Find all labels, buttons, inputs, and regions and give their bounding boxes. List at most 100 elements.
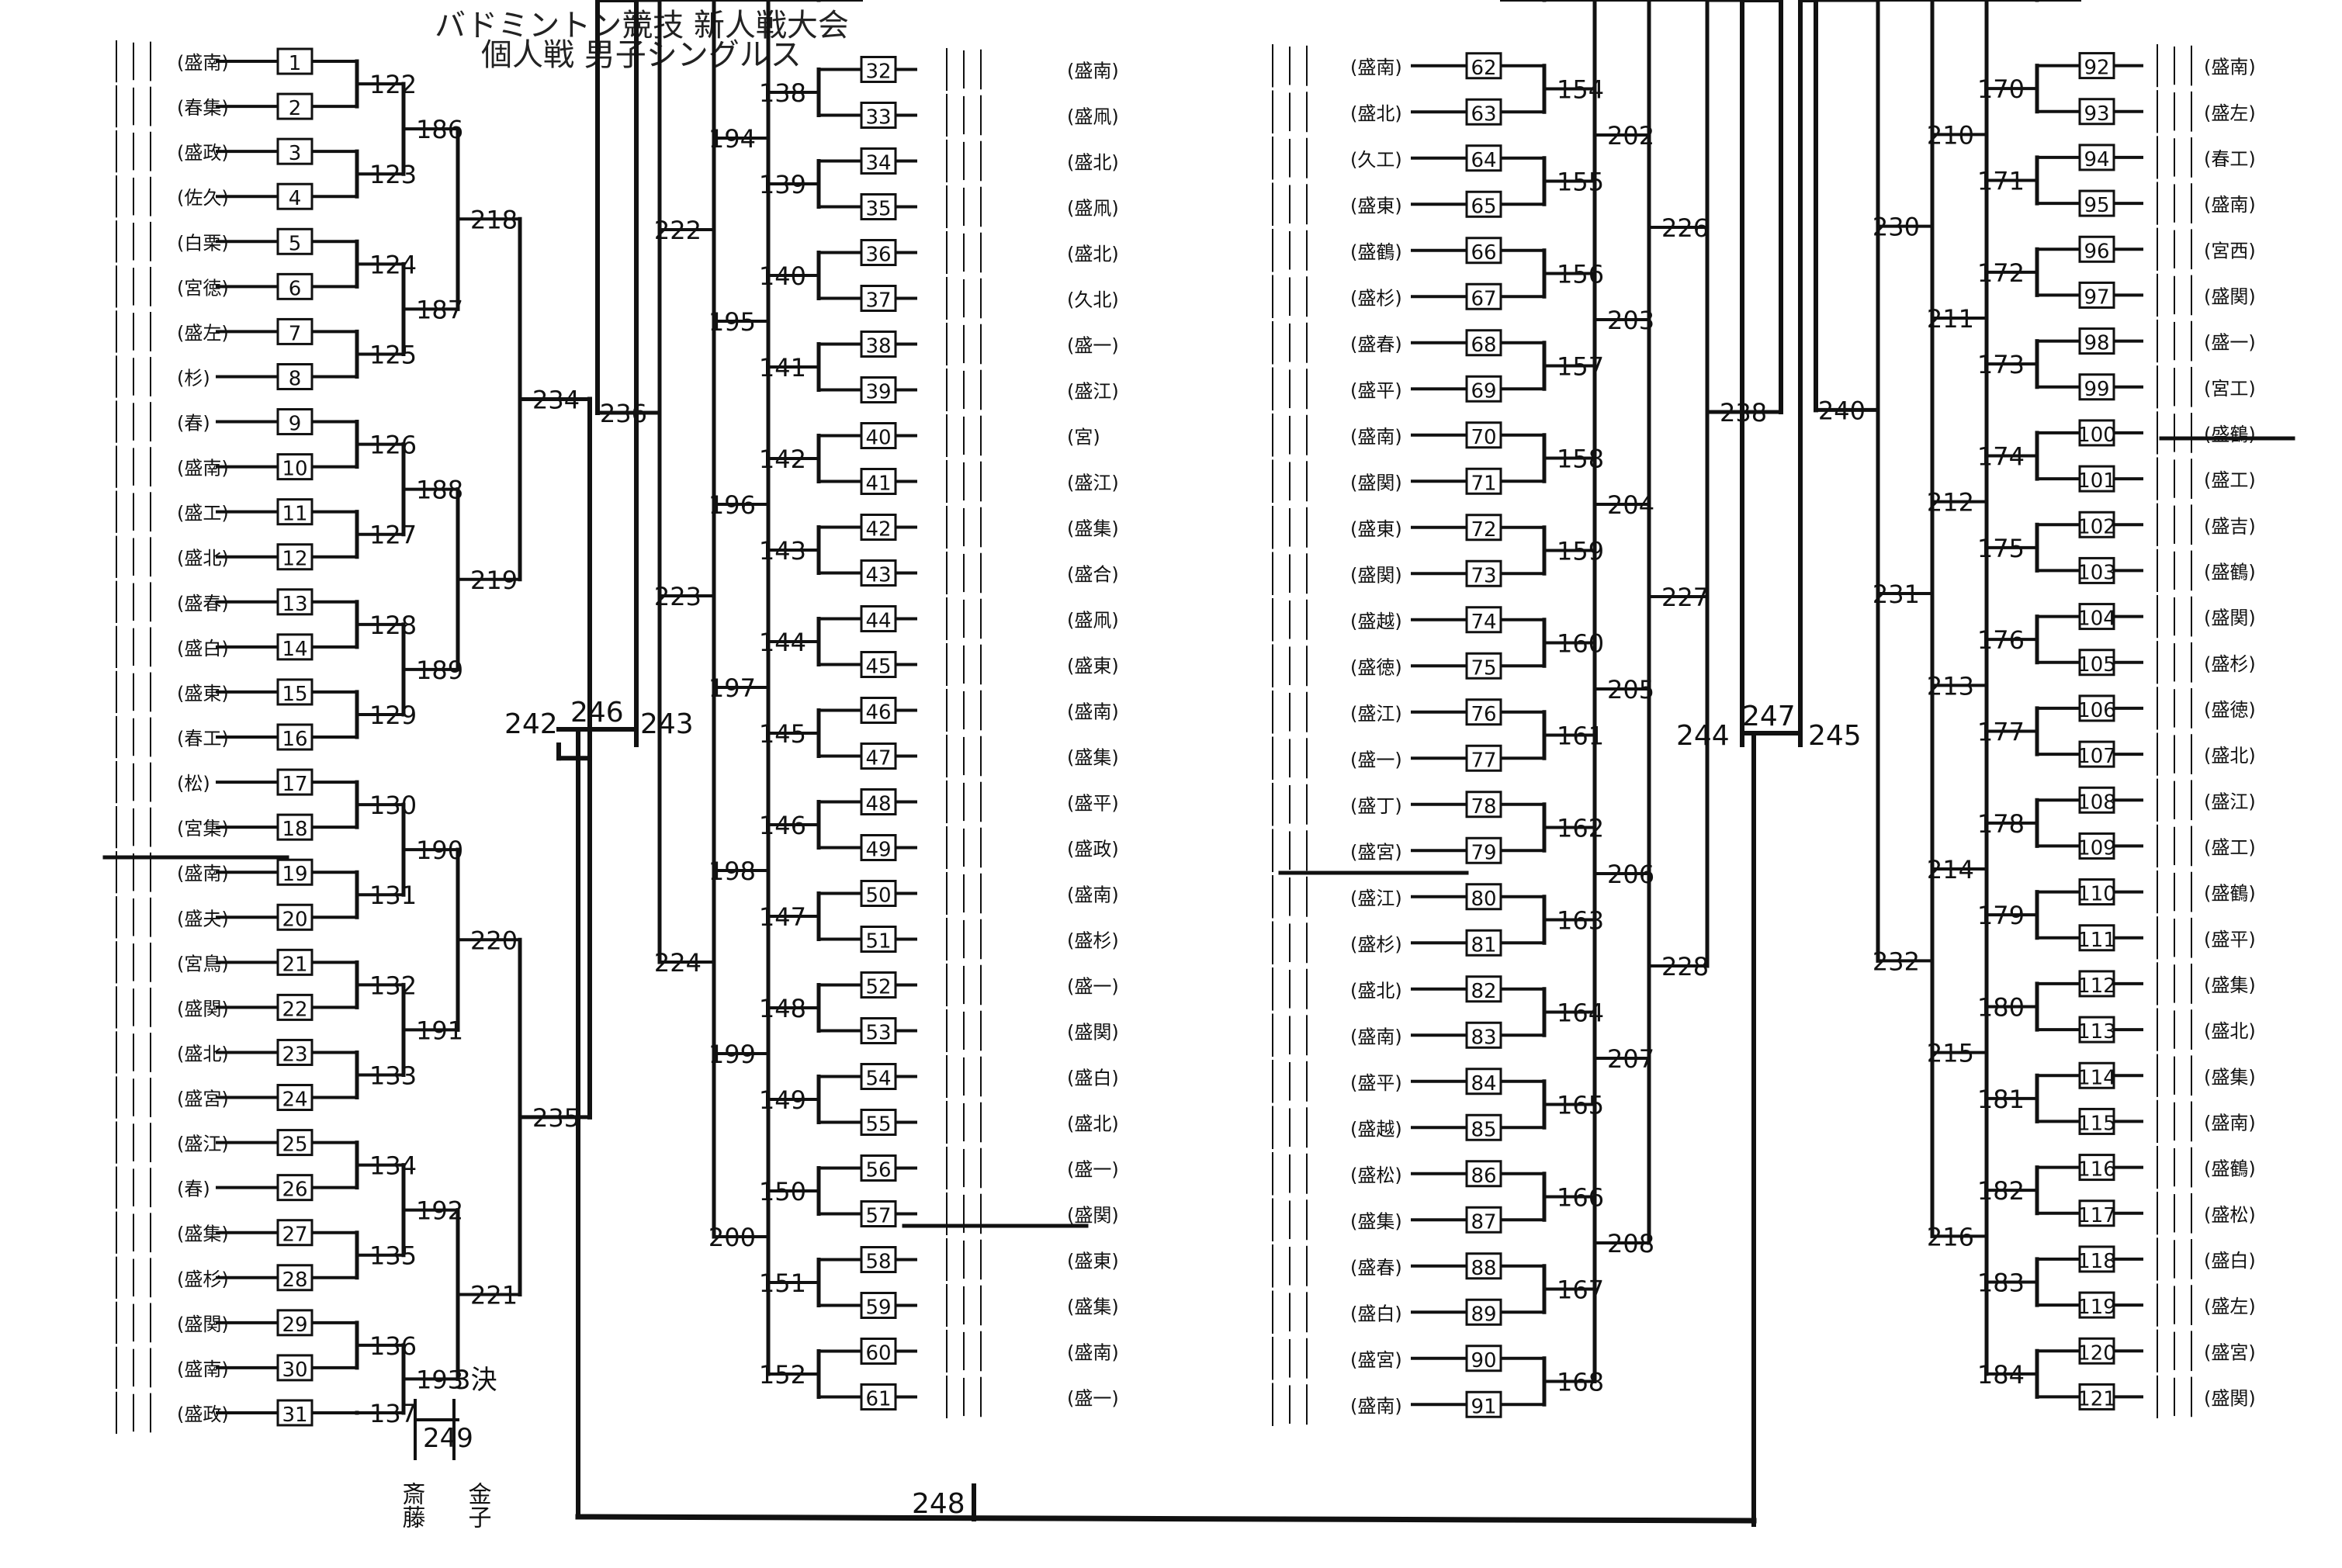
- match-box: [1465, 1252, 1502, 1280]
- school-label: (春工): [2204, 148, 2256, 170]
- round-match-number: 170: [1977, 74, 2025, 104]
- match-number: 83: [1471, 1026, 1496, 1049]
- match-number-244: 244: [1676, 720, 1730, 752]
- match-number: 38: [865, 335, 891, 358]
- round-match-number: 209: [1607, 0, 1654, 6]
- match-number: 101: [2077, 469, 2116, 493]
- match-number: 82: [1471, 980, 1496, 1003]
- school-label: (盛凧): [1067, 106, 1119, 128]
- round-match-number: 223: [654, 582, 702, 611]
- school-label: (杉): [177, 367, 210, 389]
- school-label: (盛集): [2204, 1066, 2256, 1088]
- school-label: (盛工): [2204, 836, 2256, 858]
- school-label: (盛鶴): [2204, 561, 2256, 583]
- school-label: (盛関): [2204, 286, 2256, 307]
- match-number: 59: [865, 1296, 891, 1320]
- school-label: (盛集): [1350, 1210, 1402, 1232]
- match-box: [2078, 1337, 2115, 1365]
- match-box: [1465, 1390, 1502, 1418]
- round-match-number: 196: [708, 490, 756, 520]
- match-box: [860, 1200, 897, 1227]
- round-match-number: 231: [1873, 580, 1920, 609]
- match-box: [2078, 1154, 2115, 1182]
- match-box: [2078, 327, 2115, 355]
- match-box: [860, 742, 897, 770]
- round-match-number: 220: [470, 926, 518, 955]
- round-match-number: 145: [759, 719, 806, 749]
- match-number-243: 243: [640, 708, 694, 740]
- match-box: [276, 92, 314, 120]
- school-label: (盛南): [1350, 1395, 1402, 1417]
- match-number: 84: [1471, 1072, 1496, 1096]
- match-box: [1465, 929, 1502, 957]
- match-number: 114: [2077, 1066, 2116, 1089]
- match-number: 86: [1471, 1165, 1496, 1188]
- school-label: (盛吉): [2204, 515, 2256, 537]
- match-number: 93: [2084, 102, 2109, 126]
- third-place-player: 斎藤: [398, 1482, 425, 1528]
- round-match-number: 146: [759, 811, 806, 840]
- school-label: (盛一): [1350, 749, 1402, 770]
- match-number: 120: [2077, 1341, 2116, 1365]
- round-match-number: 239: [1720, 0, 1767, 6]
- match-box: [1465, 98, 1502, 126]
- match-number: 17: [282, 773, 307, 796]
- match-number: 63: [1471, 102, 1496, 126]
- school-label: (盛北): [177, 1043, 229, 1064]
- match-box: [860, 239, 897, 266]
- match-box: [276, 678, 314, 706]
- round-match-number: 218: [470, 205, 518, 234]
- match-box: [2078, 1383, 2115, 1411]
- match-box: [276, 1084, 314, 1112]
- school-label: (盛白): [2204, 1250, 2256, 1272]
- match-number: 76: [1471, 703, 1496, 726]
- match-box: [276, 498, 314, 526]
- match-number: 109: [2077, 836, 2116, 860]
- round-match-number: 238: [1720, 398, 1767, 427]
- round-match-number: 152: [759, 1360, 806, 1390]
- round-match-number: 224: [654, 948, 702, 978]
- round-match-number: 172: [1977, 258, 2025, 288]
- match-number: 117: [2077, 1204, 2116, 1227]
- round-match-number: 142: [759, 445, 806, 474]
- match-box: [860, 1109, 897, 1136]
- school-label: (盛北): [2204, 745, 2256, 767]
- match-number: 22: [282, 998, 307, 1021]
- school-label: (盛東): [1350, 518, 1402, 540]
- round-match-number: 137: [369, 1399, 417, 1428]
- round-match-number: 163: [1557, 906, 1604, 936]
- match-box: [860, 285, 897, 312]
- match-number: 91: [1471, 1395, 1496, 1418]
- round-match-number: 206: [1607, 860, 1654, 889]
- school-label: (盛杉): [1350, 933, 1402, 955]
- match-box: [860, 834, 897, 861]
- match-box: [276, 182, 314, 210]
- match-box: [860, 193, 897, 220]
- school-label: (盛南): [1067, 1342, 1119, 1364]
- round-match-number: 183: [1977, 1269, 2025, 1298]
- match-number: 57: [865, 1205, 891, 1228]
- match-box: [1465, 698, 1502, 726]
- match-number: 5: [289, 232, 302, 255]
- round-match-number: 153: [759, 0, 806, 6]
- match-number: 106: [2077, 699, 2116, 722]
- match-box: [860, 651, 897, 678]
- school-label: (盛南): [2204, 1112, 2256, 1134]
- match-box: [1465, 1021, 1502, 1049]
- match-number: 99: [2084, 378, 2109, 401]
- school-label: (盛関): [1350, 564, 1402, 586]
- round-match-number: 171: [1977, 167, 2025, 196]
- match-box: [276, 1309, 314, 1337]
- round-match-number: 222: [654, 216, 702, 245]
- match-number: 105: [2077, 653, 2116, 677]
- match-number: 119: [2077, 1296, 2116, 1319]
- school-label: (春集): [177, 97, 229, 119]
- match-number: 87: [1471, 1210, 1496, 1234]
- school-label: (盛工): [2204, 469, 2256, 491]
- school-label: (盛政): [177, 142, 229, 164]
- match-box: [1465, 190, 1502, 218]
- round-match-number: 179: [1977, 901, 2025, 930]
- school-label: (盛東): [1067, 1251, 1119, 1272]
- match-box: [1465, 559, 1502, 587]
- match-box: [860, 1154, 897, 1182]
